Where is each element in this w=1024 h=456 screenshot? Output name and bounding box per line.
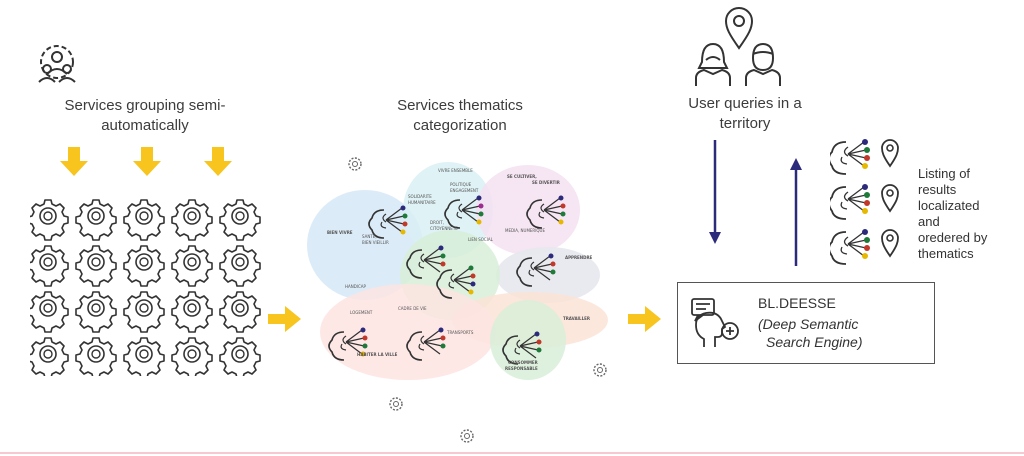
- cluster-label: POLITIQUE: [450, 182, 472, 187]
- search-engine-subtitle-line1: (Deep Semantic: [758, 316, 859, 332]
- down-arrow-icon: [60, 147, 88, 176]
- cluster-label: VIVRE ENSEMBLE: [438, 168, 473, 173]
- man-user-icon: [745, 42, 781, 86]
- cluster-label: HANDICAP: [345, 284, 366, 289]
- cluster-label: HABITER LA VILLE: [357, 352, 398, 357]
- thematics-title-line2: categorization: [413, 117, 507, 134]
- search-engine-name: BL.DEESSE: [758, 295, 836, 311]
- cluster-label: DROIT,: [430, 220, 444, 225]
- listing-line: oredered by: [918, 230, 988, 245]
- grouping-title-line1: Services grouping semi-: [64, 97, 226, 114]
- down-arrow-icon: [133, 147, 161, 176]
- cluster-label: HUMANITAIRE: [408, 200, 436, 205]
- location-pin-icon: [724, 7, 754, 50]
- cluster-label: BIEN VIEILLIR: [362, 240, 389, 245]
- thematic-clusters-map: [307, 157, 608, 443]
- cluster-label: CITOYENNETE: [430, 226, 458, 231]
- down-arrow-icon: [204, 147, 232, 176]
- cluster-label: TRANSPORTS: [447, 330, 474, 335]
- woman-user-icon: [695, 42, 731, 86]
- search-engine-box: BL.DEESSE (Deep Semantic Search Engine): [677, 282, 935, 364]
- queries-title-line2: territory: [719, 115, 771, 132]
- listing-line: results: [918, 182, 957, 197]
- cluster-label: ENGAGEMENT: [450, 188, 479, 193]
- queries-title-line1: User queries in a: [688, 95, 802, 112]
- results-up-arrow-icon: [790, 158, 802, 266]
- cluster-label: RESPONSABLE: [505, 366, 538, 371]
- cluster-label: CADRE DE VIE: [398, 306, 427, 311]
- results-list-icons: [830, 138, 899, 265]
- cluster-label: SE DIVERTIR: [532, 180, 560, 185]
- chat-head-icon: [691, 298, 739, 347]
- cluster-label: BIEN VIVRE: [327, 230, 353, 235]
- listing-line: Listing of: [918, 166, 971, 181]
- search-engine-subtitle-line2: Search Engine): [766, 334, 863, 350]
- listing-line: localizated: [918, 198, 980, 213]
- team-gear-icon: [38, 45, 76, 83]
- right-arrow-icon: [628, 306, 661, 332]
- cluster-label: CONSOMMER: [508, 360, 538, 365]
- listing-line: and: [918, 214, 940, 229]
- grouping-title-line2: automatically: [101, 117, 189, 134]
- cluster-label: SANTE,: [362, 234, 377, 239]
- query-down-arrow-icon: [709, 140, 721, 244]
- cluster-label: SOLIDARITE: [408, 194, 432, 199]
- cluster-label: LIEN SOCIAL: [468, 237, 493, 242]
- cluster-label: TRAVAILLER: [563, 316, 590, 321]
- right-arrow-icon: [268, 306, 301, 332]
- bottom-divider: [0, 452, 1024, 454]
- thematics-title-line1: Services thematics: [397, 97, 523, 114]
- cluster-label: SE CULTIVER,: [507, 174, 537, 179]
- cluster-label: LOGEMENT: [350, 310, 373, 315]
- cluster-label: MEDIA, NUMERIQUE: [505, 228, 545, 233]
- services-gear-grid: [30, 199, 261, 376]
- cluster-label: APPRENDRE: [565, 255, 593, 260]
- listing-line: thematics: [918, 246, 974, 261]
